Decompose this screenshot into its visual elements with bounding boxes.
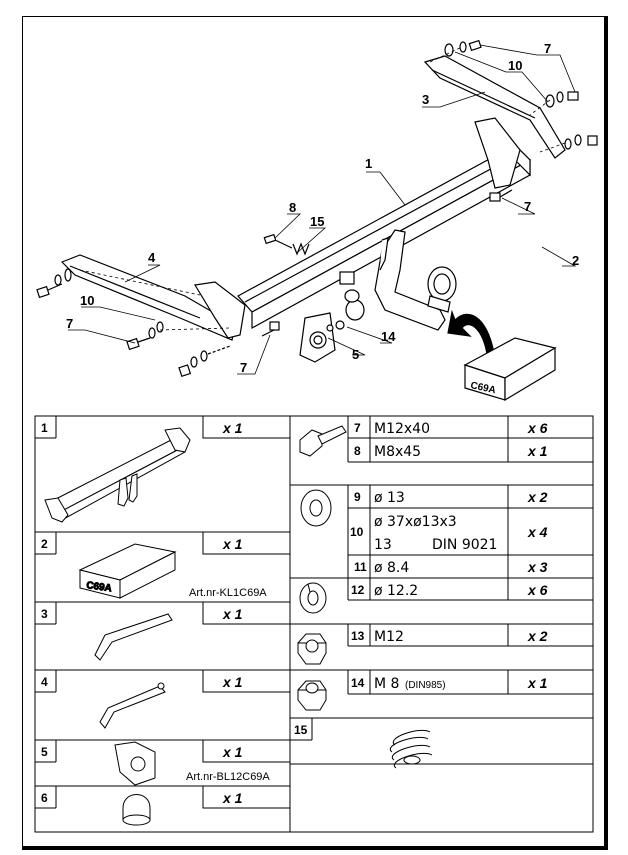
part-11-number: 11 [354,560,367,574]
callout-3: 3 [422,92,429,107]
part-11-qty: x 3 [527,559,548,575]
callout-7-right: 7 [524,199,531,214]
part-14-standard: (DIN985) [405,680,446,691]
part-5-article: Art.nr-BL12C69A [186,771,270,783]
left-bolts [36,233,310,378]
package-box [463,337,557,402]
part-6-number: 6 [41,791,48,805]
left-bracket [60,254,246,341]
callout-10-right: 10 [508,58,522,73]
part-9-number: 9 [354,490,361,504]
part-1-thumb [44,427,191,523]
part-8-spec: M8x45 [374,444,421,460]
assembly-lines [79,47,566,331]
left-table-thumbs: C69A [44,427,191,826]
split-washer-thumb [299,582,327,614]
spring-thumb [389,730,433,769]
part-8-qty: x 1 [527,443,548,459]
callout-8: 8 [289,200,296,215]
part-5-number: 5 [41,745,48,759]
part-15-number: 15 [294,723,308,737]
part-4-number: 4 [41,675,48,689]
bolt-thumb [299,425,347,457]
part-10-qty: x 4 [527,524,548,540]
right-bracket [423,55,566,189]
callout-4: 4 [148,250,156,265]
right-table-thumbs [297,425,433,769]
callout-1: 1 [365,156,372,171]
callout-7-left: 7 [66,316,73,331]
part-9-spec: ø 13 [374,490,405,506]
nut-thumb [297,633,327,665]
socket-plate [299,312,336,363]
part-12-spec: ø 12.2 [374,583,418,599]
leader-lines [68,44,577,375]
exploded-view [36,39,598,402]
callout-14: 14 [381,329,396,344]
part-4-thumb [99,682,166,729]
part-2-article: Art.nr-KL1C69A [189,587,267,599]
part-14-qty: x 1 [527,675,548,691]
lock-nut-thumb [297,680,327,711]
part-5-thumb [114,741,156,786]
part-2-box-label: C69A [86,580,113,594]
part-6-thumb [122,794,151,826]
part-10-spec-size: 13 [374,537,392,553]
part-14-number: 14 [351,676,365,690]
part-2-qty: x 1 [222,536,243,552]
part-10-spec: ø 37xø13x3 [374,514,457,530]
tow-arm [374,229,457,331]
callout-2: 2 [572,253,579,268]
part-12-number: 12 [351,583,365,597]
part-3-number: 3 [41,607,48,621]
part-3-thumb [94,613,173,661]
callout-labels: 1 2 3 4 5 7 7 7 7 8 10 10 14 15 C69A [66,41,579,396]
callout-7-bottom: 7 [240,360,247,375]
hook-socket [326,271,365,332]
part-10-number: 10 [350,525,364,539]
part-1-qty: x 1 [222,420,243,436]
part-13-qty: x 2 [527,628,548,644]
callout-5: 5 [352,347,359,362]
callout-7-top: 7 [544,41,551,56]
part-13-number: 13 [351,629,365,643]
part-14-spec: M 8 [374,676,399,692]
part-2-number: 2 [41,537,48,551]
part-6-qty: x 1 [222,790,243,806]
left-table-text: 1 x 1 2 x 1 Art.nr-KL1C69A 3 x 1 4 x 1 5… [41,420,270,806]
drawing-frame [22,16,608,850]
part-7-spec: M12x40 [374,421,430,437]
part-11-spec: ø 8.4 [374,560,409,576]
part-8-number: 8 [354,444,361,458]
washer-thumb [300,489,332,527]
part-7-number: 7 [354,421,361,435]
part-9-qty: x 2 [527,489,548,505]
part-7-qty: x 6 [527,420,548,436]
right-table-text: 7 M12x40 x 6 8 M8x45 x 1 9 ø 13 x 2 10 ø… [294,420,548,737]
part-13-spec: M12 [374,629,404,645]
callout-10-left: 10 [80,293,94,308]
part-10-spec-standard: DIN 9021 [432,537,497,553]
part-12-qty: x 6 [527,582,548,598]
parts-table [34,415,594,833]
part-1-number: 1 [41,421,48,435]
part-4-qty: x 1 [222,674,243,690]
box-label: C69A [469,380,496,396]
callout-15: 15 [310,214,324,229]
right-bolts [261,39,598,337]
part-3-qty: x 1 [222,606,243,622]
part-5-qty: x 1 [222,744,243,760]
part-2-thumb [78,543,177,599]
